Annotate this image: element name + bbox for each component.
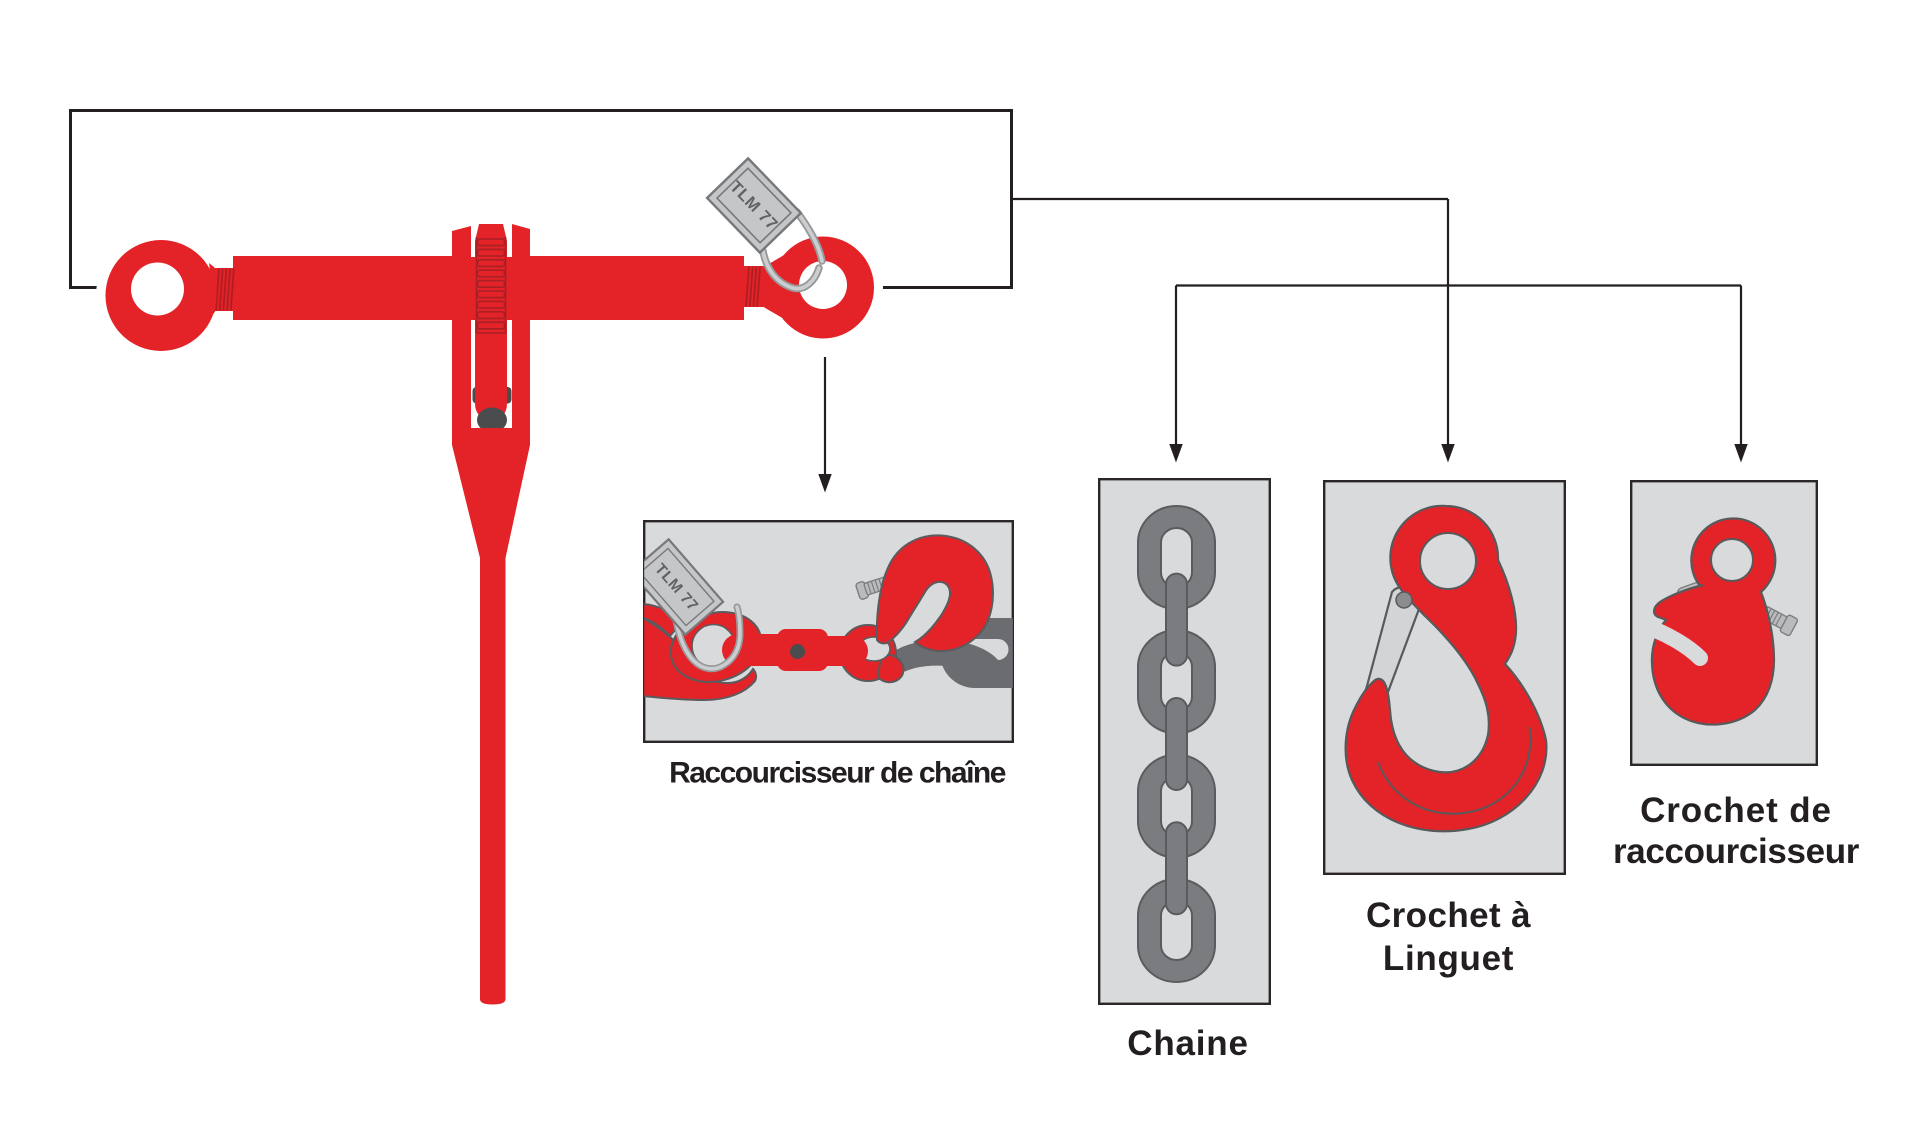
svg-text:Crochet à: Crochet à xyxy=(1366,896,1531,935)
svg-text:Linguet: Linguet xyxy=(1383,939,1514,978)
svg-text:Raccourcisseur de chaîne: Raccourcisseur de chaîne xyxy=(669,757,1006,790)
svg-text:Chaine: Chaine xyxy=(1127,1024,1249,1063)
svg-text:raccourcisseur: raccourcisseur xyxy=(1613,832,1860,871)
svg-text:Crochet de: Crochet de xyxy=(1640,791,1832,830)
